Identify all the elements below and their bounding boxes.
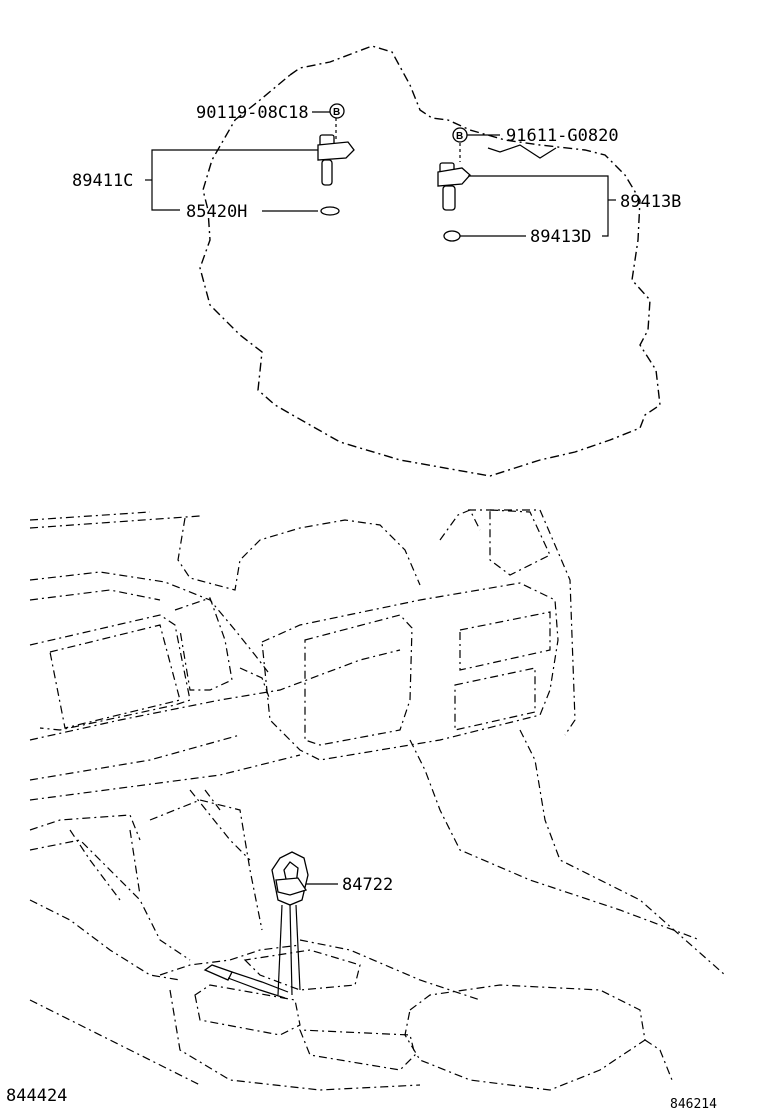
transmission-housing-outline <box>199 45 661 477</box>
part-label-crank-bolt: 90119-08C18 <box>196 103 309 123</box>
part-label-speed-bolt: 91611-G0820 <box>506 126 619 146</box>
crank-sensor-bracket <box>151 149 318 211</box>
part-label-crank-oring: 85420H <box>186 202 247 222</box>
bolt-icon: B <box>329 103 345 119</box>
shift-lever-shaft <box>277 904 301 996</box>
oring-icon <box>320 206 340 216</box>
shift-cable-icon <box>203 964 289 999</box>
bolt-badge: B <box>333 107 340 118</box>
part-label-speed-oring: 89413D <box>530 227 591 247</box>
speed-sensor-group: B 91611-G0820 89413B 89413D <box>437 126 681 247</box>
shift-knob-icon <box>271 851 309 906</box>
oring-icon <box>443 230 461 242</box>
figure-id-right: 846214 <box>670 1097 717 1112</box>
crank-sensor-icon <box>317 118 355 186</box>
part-label-shift-switch: 84722 <box>342 875 393 895</box>
bolt-icon: B <box>452 127 468 143</box>
shift-lever-group: 84722 <box>203 851 393 999</box>
dashboard-outline <box>29 509 726 1091</box>
bolt-zigzag-leader <box>487 144 557 159</box>
crank-sensor-group: B 90119-08C18 89411C 85420H <box>72 103 355 222</box>
part-label-crank-sensor: 89411C <box>72 171 133 191</box>
bolt-badge: B <box>456 131 463 142</box>
speed-sensor-icon <box>437 143 471 211</box>
speed-sensor-bracket <box>468 175 609 237</box>
part-label-speed-sensor: 89413B <box>620 192 681 212</box>
figure-id-left: 844424 <box>6 1086 67 1106</box>
